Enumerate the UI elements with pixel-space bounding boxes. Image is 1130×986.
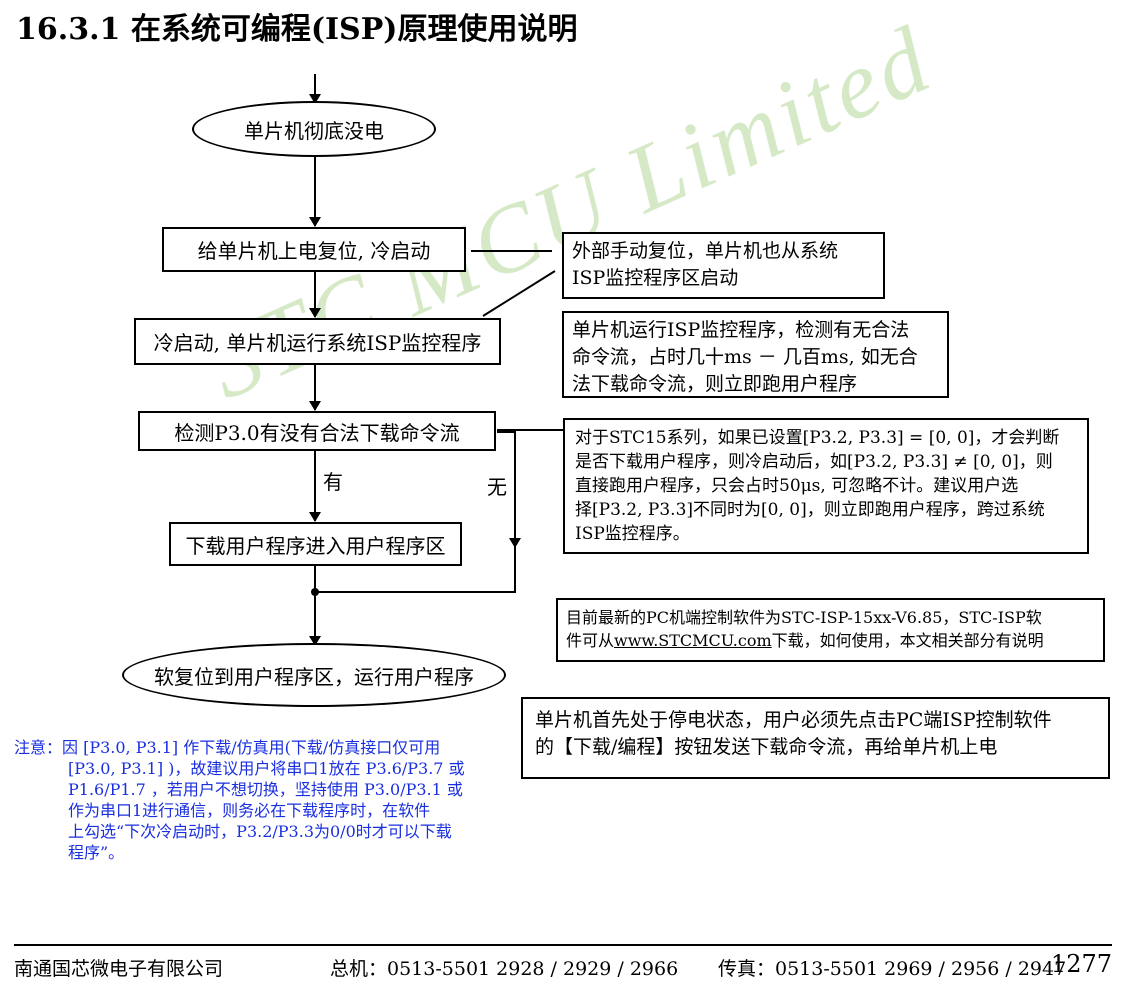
caution-note: 注意：因 [P3.0, P3.1] 作下载/仿真用(下载/仿真接口仅可用 [P3… <box>14 737 465 863</box>
note-stc15: 对于STC15系列，如果已设置[P3.2, P3.3] = [0, 0]，才会判… <box>563 418 1089 554</box>
note-line: 择[P3.2, P3.3]不同时为[0, 0]，则立即跑用户程序，跨过系统 <box>575 500 1045 520</box>
node-download: 下载用户程序进入用户程序区 <box>169 522 462 566</box>
note-line: 直接跑用户程序，只会占时50μs, 可忽略不计。建议用户选 <box>575 476 1019 496</box>
note-line: 对于STC15系列，如果已设置[P3.2, P3.3] = [0, 0]，才会判… <box>575 428 1060 448</box>
note-line: ISP监控程序区启动 <box>572 267 739 289</box>
note-line: 是否下载用户程序，则冷启动后，如[P3.2, P3.3] ≠ [0, 0]，则 <box>575 452 1053 472</box>
caution-line: 注意：因 [P3.0, P3.1] 作下载/仿真用(下载/仿真接口仅可用 <box>14 738 441 757</box>
note-line: 法下载命令流，则立即跑用户程序 <box>572 373 858 395</box>
text-span: 下载，如何使用，本文相关部分有说明 <box>771 631 1044 650</box>
arrow-no-branch <box>497 431 521 548</box>
caution-line: P1.6/P1.7 ，若用户不想切换，坚持使用 P3.0/P3.1 或 <box>68 780 463 799</box>
caution-line: [P3.0, P3.1] )，故建议用户将串口1放在 P3.6/P3.7 或 <box>68 759 465 778</box>
merge-dot <box>311 588 319 596</box>
note-line: 单片机运行ISP监控程序，检测有无合法 <box>572 319 910 341</box>
footer-fax: 传真：0513-5501 2969 / 2956 / 2947 <box>718 958 1067 980</box>
page-number: 1277 <box>1050 950 1112 978</box>
note-line: 外部手动复位，单片机也从系统 <box>572 240 839 262</box>
note-software: 目前最新的PC机端控制软件为STC-ISP-15xx-V6.85，STC-ISP… <box>556 598 1105 662</box>
footer-phone: 总机：0513-5501 2928 / 2929 / 2966 <box>330 958 679 980</box>
note-line: 命令流，占时几十ms － 几百ms, 如无合 <box>572 346 918 368</box>
footer-company: 南通国芯微电子有限公司 <box>14 958 224 980</box>
note-line: 单片机首先处于停电状态，用户必须先点击PC端ISP控制软件 <box>535 709 1052 731</box>
text-span: 件可从 <box>566 631 615 650</box>
caution-line: 程序”。 <box>68 843 125 862</box>
branch-no-label: 无 <box>487 475 507 499</box>
node-power-on-reset: 给单片机上电复位, 冷启动 <box>162 227 466 272</box>
node-run-isp: 冷启动, 单片机运行系统ISP监控程序 <box>134 318 501 365</box>
note-isp-check: 单片机运行ISP监控程序，检测有无合法 命令流，占时几十ms － 几百ms, 如… <box>562 311 949 398</box>
node-detect-p30: 检测P3.0有没有合法下载命令流 <box>138 411 496 451</box>
note-line: 的【下载/编程】按钮发送下载命令流，再给单片机上电 <box>535 736 998 758</box>
caution-line: 作为串口1进行通信，则务必在下载程序时，在软件 <box>68 801 431 820</box>
note-power-state: 单片机首先处于停电状态，用户必须先点击PC端ISP控制软件 的【下载/编程】按钮… <box>521 697 1110 779</box>
stcmcu-link[interactable]: www.STCMCU.com <box>614 631 772 650</box>
note-line: ISP监控程序。 <box>575 524 690 544</box>
note-line: 目前最新的PC机端控制软件为STC-ISP-15xx-V6.85，STC-ISP… <box>566 608 1042 627</box>
caution-line: 上勾选“下次冷启动时，P3.2/P3.3为0/0时才可以下载 <box>68 822 452 841</box>
node-soft-reset: 软复位到用户程序区，运行用户程序 <box>122 643 506 707</box>
node-power-off: 单片机彻底没电 <box>192 101 436 157</box>
section-title: 16.3.1 在系统可编程(ISP)原理使用说明 <box>16 12 578 47</box>
note-line: 件可从www.STCMCU.com下载，如何使用，本文相关部分有说明 <box>566 629 1095 652</box>
note-manual-reset: 外部手动复位，单片机也从系统 ISP监控程序区启动 <box>562 232 885 299</box>
line-no-merge <box>315 547 516 593</box>
branch-yes-label: 有 <box>323 470 343 494</box>
footer-divider <box>14 944 1112 946</box>
line-isp-to-note <box>482 270 556 317</box>
